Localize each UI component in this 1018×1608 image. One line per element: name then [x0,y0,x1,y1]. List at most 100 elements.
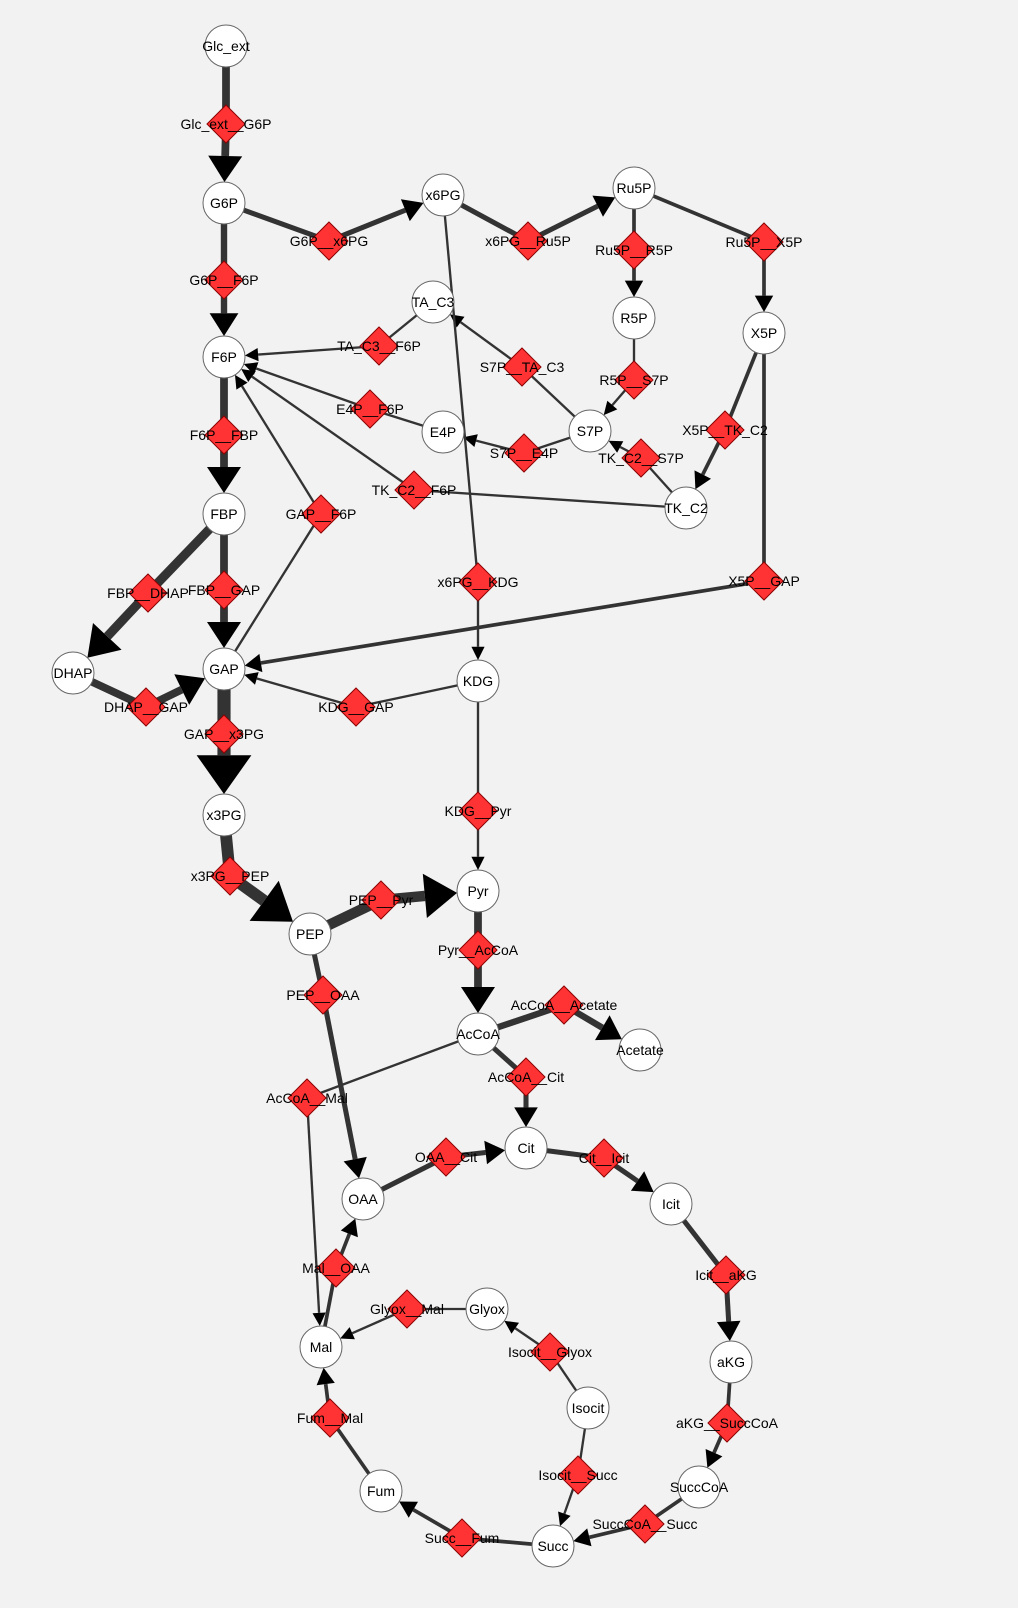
metabolite-node-circle[interactable] [742,311,786,355]
metabolite-node-circle[interactable] [421,173,465,217]
reaction-accoa-mal[interactable]: AcCoA__Mal [266,1078,348,1118]
metabolite-node-circle[interactable] [51,651,95,695]
reaction-pep-pyr[interactable]: PEP__Pyr [349,880,414,920]
reaction-diamond-icon[interactable] [206,104,246,144]
metabolite-icit[interactable]: Icit [649,1182,693,1226]
reaction-kdg-pyr[interactable]: KDG__Pyr [445,791,512,831]
reaction-r5p-s7p[interactable]: R5P__S7P [599,360,669,400]
reaction-diamond-icon[interactable] [506,1057,546,1097]
reaction-diamond-icon[interactable] [204,260,244,300]
metabolite-node-circle[interactable] [618,1028,662,1072]
reaction-diamond-icon[interactable] [621,438,661,478]
metabolite-akg[interactable]: aKG [709,1340,753,1384]
metabolite-node-circle[interactable] [288,912,332,956]
metabolite-g6p[interactable]: G6P [202,181,246,225]
metabolite-node-circle[interactable] [568,409,612,453]
reaction-tk-c2-f6p[interactable]: TK_C2__F6P [372,470,457,510]
reaction-diamond-icon[interactable] [126,687,166,727]
reaction-oaa-cit[interactable]: OAA__Cit [415,1137,477,1177]
metabolite-dhap[interactable]: DHAP [51,651,95,695]
metabolite-x3pg[interactable]: x3PG [202,793,246,837]
metabolite-pyr[interactable]: Pyr [456,869,500,913]
reaction-diamond-icon[interactable] [625,1504,665,1544]
metabolite-node-circle[interactable] [664,486,708,530]
reaction-dhap-gap[interactable]: DHAP__GAP [104,687,188,727]
reaction-diamond-icon[interactable] [614,360,654,400]
metabolite-f6p[interactable]: F6P [202,335,246,379]
metabolite-gap[interactable]: GAP [202,647,246,691]
reaction-x5p-gap[interactable]: X5P__GAP [728,561,800,601]
reaction-pep-oaa[interactable]: PEP__OAA [286,975,360,1015]
reaction-glyox-mal[interactable]: Glyox__Mal [370,1289,444,1329]
metabolite-kdg[interactable]: KDG [456,659,500,703]
reaction-icit-akg[interactable]: Icit__aKG [695,1255,757,1295]
reaction-diamond-icon[interactable] [301,494,341,534]
reaction-gap-f6p[interactable]: GAP__F6P [286,494,357,534]
reaction-diamond-icon[interactable] [204,415,244,455]
metabolite-ta-c3[interactable]: TA_C3 [411,280,455,324]
metabolite-accoa[interactable]: AcCoA [456,1012,500,1056]
reaction-diamond-icon[interactable] [584,1138,624,1178]
reaction-diamond-icon[interactable] [504,433,544,473]
metabolite-succcoa[interactable]: SuccCoA [670,1465,729,1509]
metabolite-node-circle[interactable] [202,492,246,536]
reaction-fbp-dhap[interactable]: FBP__DHAP [107,573,189,613]
metabolite-ru5p[interactable]: Ru5P [612,166,656,210]
reaction-ru5p-r5p[interactable]: Ru5P__R5P [595,230,673,270]
reaction-diamond-icon[interactable] [387,1289,427,1329]
metabolite-node-circle[interactable] [421,410,465,454]
reaction-accoa-acetate[interactable]: AcCoA__Acetate [511,985,618,1025]
reaction-ru5p-x5p[interactable]: Ru5P__X5P [725,222,803,262]
metabolite-node-circle[interactable] [202,181,246,225]
metabolite-glyox[interactable]: Glyox [465,1287,509,1331]
reaction-succ-fum[interactable]: Succ__Fum [425,1518,500,1558]
reaction-diamond-icon[interactable] [458,562,498,602]
reaction-glc-ext-g6p[interactable]: Glc_ext__G6P [180,104,272,144]
reaction-diamond-icon[interactable] [350,389,390,429]
reaction-diamond-icon[interactable] [705,410,745,450]
reaction-diamond-icon[interactable] [361,880,401,920]
reaction-isocit-succ[interactable]: Isocit__Succ [538,1455,618,1495]
metabolite-node-circle[interactable] [456,659,500,703]
reaction-f6p-fbp[interactable]: F6P__FBP [190,415,258,455]
reaction-mal-oaa[interactable]: Mal__OAA [302,1248,371,1288]
metabolite-node-circle[interactable] [359,1469,403,1513]
reaction-diamond-icon[interactable] [210,856,250,896]
reaction-diamond-icon[interactable] [310,1398,350,1438]
reaction-diamond-icon[interactable] [744,222,784,262]
reaction-diamond-icon[interactable] [316,1248,356,1288]
reaction-diamond-icon[interactable] [442,1518,482,1558]
reaction-accoa-cit[interactable]: AcCoA__Cit [488,1057,564,1097]
metabolite-node-circle[interactable] [612,296,656,340]
reaction-diamond-icon[interactable] [707,1403,747,1443]
metabolite-x6pg[interactable]: x6PG [421,173,465,217]
metabolite-node-circle[interactable] [456,1012,500,1056]
metabolite-node-circle[interactable] [649,1182,693,1226]
reaction-succcoa-succ[interactable]: SuccCoA__Succ [592,1504,698,1544]
reaction-diamond-icon[interactable] [458,930,498,970]
metabolite-r5p[interactable]: R5P [612,296,656,340]
reaction-diamond-icon[interactable] [530,1332,570,1372]
reaction-diamond-icon[interactable] [359,326,399,366]
reaction-diamond-icon[interactable] [706,1255,746,1295]
reaction-e4p-f6p[interactable]: E4P__F6P [336,389,404,429]
reaction-fbp-gap[interactable]: FBP__GAP [188,570,260,610]
metabolite-mal[interactable]: Mal [299,1325,343,1369]
reaction-x6pg-ru5p[interactable]: x6PG__Ru5P [485,221,571,261]
reaction-diamond-icon[interactable] [128,573,168,613]
metabolite-node-circle[interactable] [709,1340,753,1384]
metabolite-node-circle[interactable] [341,1177,385,1221]
reaction-s7p-e4p[interactable]: S7P__E4P [490,433,559,473]
metabolite-node-circle[interactable] [202,335,246,379]
metabolite-s7p[interactable]: S7P [568,409,612,453]
reaction-diamond-icon[interactable] [744,561,784,601]
metabolite-cit[interactable]: Cit [504,1126,548,1170]
metabolite-glc-ext[interactable]: Glc_ext [202,24,250,68]
metabolite-node-circle[interactable] [531,1524,575,1568]
reaction-cit-icit[interactable]: Cit__Icit [579,1138,630,1178]
metabolite-node-circle[interactable] [204,24,248,68]
metabolite-node-circle[interactable] [299,1325,343,1369]
reaction-diamond-icon[interactable] [558,1455,598,1495]
reaction-diamond-icon[interactable] [394,470,434,510]
reaction-g6p-f6p[interactable]: G6P__F6P [189,260,259,300]
